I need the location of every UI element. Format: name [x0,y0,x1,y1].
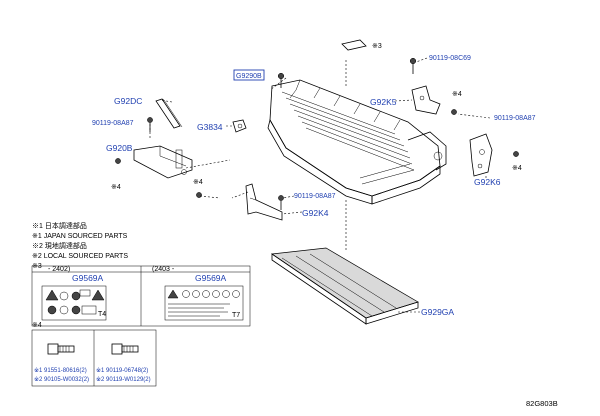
callout-g92dc: G92DC [114,96,142,106]
sourcing-notes: ※1 日本調達部品 ※1 JAPAN SOURCED PARTS ※2 現地調達… [32,221,128,270]
bracket-g92k5 [411,85,441,115]
ref-mark-4c: ※4 [111,184,121,191]
manual-icon [71,305,81,315]
no-touch-icon [59,305,69,315]
callout-g9290b-box [233,69,265,81]
callouts: G9290B 90119-08C69 G92DC G92K5 90119-08A… [92,55,536,317]
leader-lines [149,57,491,313]
callout-g920b: G920B [106,143,133,153]
note-line-3: ※2 現地調達部品 [32,241,87,250]
no-fire-b-icon [182,290,190,298]
li-ion-label-icon [81,305,97,315]
warning-labels-panel: - 2402) (2403 - G9569A G9569A T4 T7 [31,265,251,327]
clip-g3834 [232,119,247,133]
callout-90119-08c69: 90119-08C69 [429,55,471,62]
bracket-g92k4 [245,183,283,221]
callout-g3834: G3834 [197,122,223,132]
no-open-b-icon [192,290,200,298]
bracket-g920b [133,145,193,179]
note-line-5: ※3 [32,263,42,270]
note-line-1: ※1 日本調達部品 [32,221,87,230]
bolt-right-2: ※2 90119-W0129(2) [96,376,151,383]
bolt-panel: ※4 ※1 91551-80616(2) ※2 90105-W0032(2) ※… [31,322,157,387]
no-touch-b-icon [222,290,230,298]
label-glyph-t7: T7 [232,312,240,319]
warning-triangle-icon [45,289,59,301]
bracket-g92k6 [469,133,493,177]
bolt-icons [115,57,519,210]
ref-mark-4a: ※4 [452,91,462,98]
callout-g92k6: G92K6 [474,177,501,187]
pad-part [341,39,367,51]
bolt-flange-icon [47,343,75,355]
note-line-4: ※2 LOCAL SOURCED PARTS [32,253,128,260]
callout-g9569a-b: G9569A [195,273,227,283]
recycle-icon [71,291,81,301]
manual-b-icon [212,290,220,298]
bolt-left-2: ※2 90105-W0032(2) [34,376,89,383]
li-ion-icon [79,289,91,297]
callout-g9290b: G9290B [236,73,262,80]
ref-mark-3: ※3 [372,43,382,50]
label-glyph-t4: T4 [98,311,106,318]
bar-g92dc [155,98,183,129]
note-line-2: ※1 JAPAN SOURCED PARTS [32,233,128,240]
bolt-panel-ref: ※4 [32,322,42,329]
label-range-a: - 2402) [48,266,70,273]
bolt-right-1: ※1 90119-06748(2) [96,367,148,374]
callout-g9569a-a: G9569A [72,273,104,283]
callout-g929ga: G929GA [421,307,454,317]
callout-90119-08a87-left: 90119-08A87 [92,120,134,127]
callout-90119-08a87-right: 90119-08A87 [494,115,536,122]
no-fire-icon [47,305,57,315]
under-cover-plate [271,247,419,325]
bolt-left-1: ※1 91551-80616(2) [34,367,87,374]
danger-triangle-icon [91,289,105,301]
no-open-icon [59,291,69,301]
battery-assembly [267,79,447,205]
callout-g92k4: G92K4 [302,208,329,218]
ref-mark-4b: ※4 [512,165,522,172]
callout-90119-08a87-center: 90119-08A87 [294,193,336,200]
caution-triangle-icon [167,289,179,299]
bolt-washer-icon [111,343,139,355]
label-range-b: (2403 - [152,266,175,273]
ref-mark-4d: ※4 [193,179,203,186]
recycle-b-icon [202,290,210,298]
danger-b-icon [232,290,240,298]
callout-g92k5: G92K5 [370,97,397,107]
figure-code: 82G803B [526,399,558,408]
reference-marks: ※3 ※4 ※4 ※4 ※4 [111,43,522,191]
